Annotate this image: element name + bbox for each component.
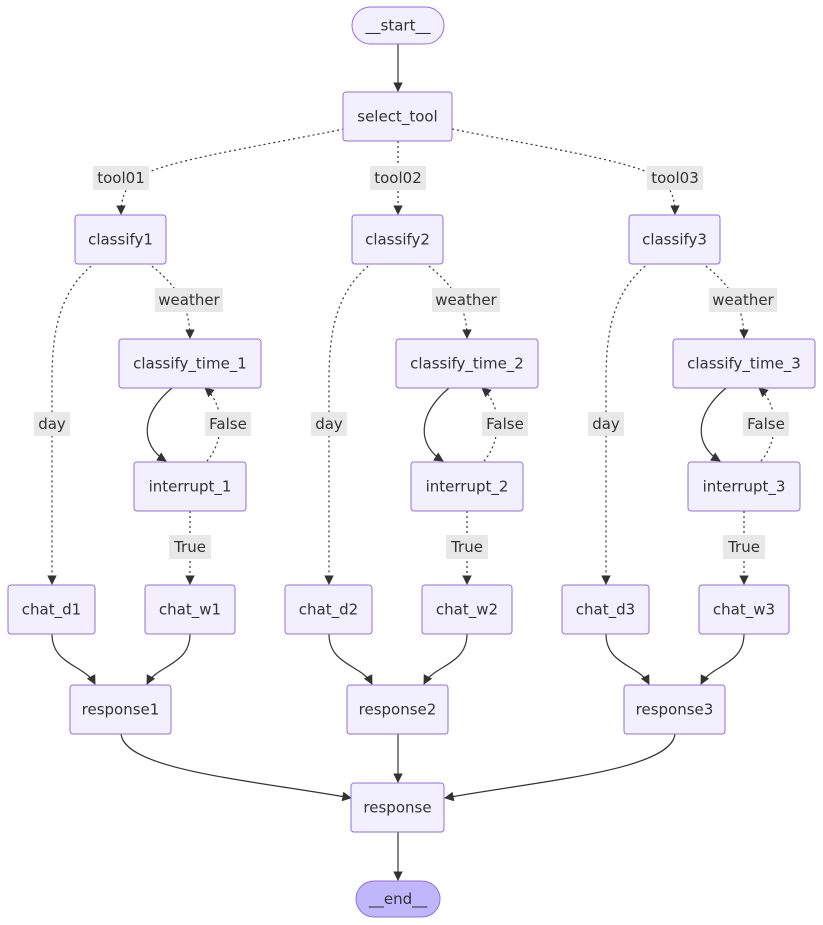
- edge-classify3-chat-d3: [601, 262, 650, 585]
- edge-label-weather-2: weather: [432, 288, 500, 312]
- node-classify-time-3[interactable]: classify_time_3: [672, 338, 816, 389]
- edge-chat-w2-response2: [423, 633, 468, 685]
- svg-text:chat_d1: chat_d1: [22, 601, 81, 620]
- svg-text:response: response: [363, 799, 431, 817]
- svg-text:tool02: tool02: [374, 169, 422, 187]
- node-interrupt-2[interactable]: interrupt_2: [410, 461, 524, 512]
- node-classify-time-2[interactable]: classify_time_2: [395, 338, 539, 389]
- edge-select-tool-classify3: [451, 128, 680, 215]
- svg-text:weather: weather: [435, 291, 497, 309]
- edge-label-tool03: tool03: [647, 166, 703, 190]
- svg-text:classify3: classify3: [642, 231, 707, 249]
- svg-text:chat_d2: chat_d2: [299, 601, 358, 620]
- edge-label-day-3: day: [588, 412, 624, 436]
- svg-text:classify1: classify1: [88, 231, 153, 249]
- edge-chat-d2-response2: [328, 633, 373, 685]
- edge-label-true-2: True: [446, 535, 488, 559]
- svg-text:classify2: classify2: [365, 231, 430, 249]
- edge-chat-d1-response1: [51, 633, 96, 685]
- edge-classify1-chat-d1: [47, 262, 96, 585]
- node-response[interactable]: response: [350, 782, 445, 833]
- edge-labels: tool01 tool02 tool03 weather weather wea…: [34, 166, 789, 559]
- svg-text:True: True: [727, 538, 760, 556]
- node-chat-w2[interactable]: chat_w2: [421, 584, 513, 635]
- svg-text:tool03: tool03: [651, 169, 699, 187]
- node-start[interactable]: __start__: [351, 6, 445, 45]
- edge-label-tool01: tool01: [93, 166, 149, 190]
- node-response2[interactable]: response2: [346, 684, 449, 735]
- edge-label-tool02: tool02: [370, 166, 426, 190]
- svg-text:response1: response1: [82, 701, 160, 719]
- svg-text:weather: weather: [158, 291, 220, 309]
- svg-text:tool01: tool01: [97, 169, 145, 187]
- svg-text:True: True: [173, 538, 206, 556]
- svg-text:__end__: __end__: [368, 890, 428, 909]
- node-classify1[interactable]: classify1: [74, 214, 167, 265]
- edge-label-weather-3: weather: [709, 288, 777, 312]
- svg-text:False: False: [486, 415, 524, 433]
- svg-text:chat_w2: chat_w2: [436, 601, 498, 620]
- node-chat-d3[interactable]: chat_d3: [561, 584, 650, 635]
- edge-classify-time-2-interrupt-2: [423, 387, 450, 462]
- svg-text:False: False: [209, 415, 247, 433]
- node-classify3[interactable]: classify3: [628, 214, 721, 265]
- svg-text:interrupt_2: interrupt_2: [426, 478, 509, 497]
- svg-text:classify_time_1: classify_time_1: [133, 355, 247, 374]
- edge-chat-w3-response3: [700, 633, 745, 685]
- svg-text:chat_w3: chat_w3: [713, 601, 775, 620]
- node-select-tool[interactable]: select_tool: [342, 91, 453, 142]
- svg-text:False: False: [747, 415, 785, 433]
- edge-label-false-3: False: [743, 412, 789, 436]
- node-chat-d2[interactable]: chat_d2: [284, 584, 373, 635]
- svg-text:__start__: __start__: [365, 17, 431, 36]
- node-chat-d1[interactable]: chat_d1: [7, 584, 96, 635]
- svg-text:interrupt_1: interrupt_1: [149, 478, 232, 497]
- edge-classify-time-1-interrupt-1: [146, 387, 173, 462]
- node-end[interactable]: __end__: [355, 880, 441, 918]
- svg-text:chat_w1: chat_w1: [159, 601, 221, 620]
- node-interrupt-3[interactable]: interrupt_3: [687, 461, 801, 512]
- node-response3[interactable]: response3: [623, 684, 726, 735]
- svg-text:response2: response2: [359, 701, 437, 719]
- edge-chat-d3-response3: [605, 633, 650, 685]
- node-chat-w1[interactable]: chat_w1: [144, 584, 236, 635]
- svg-text:response3: response3: [636, 701, 714, 719]
- svg-text:day: day: [315, 415, 343, 433]
- edge-select-tool-classify1: [116, 128, 345, 215]
- svg-text:day: day: [38, 415, 66, 433]
- svg-text:classify_time_3: classify_time_3: [687, 355, 801, 374]
- edges: [47, 44, 775, 881]
- edge-label-day-1: day: [34, 412, 70, 436]
- svg-text:select_tool: select_tool: [357, 108, 437, 127]
- svg-text:chat_d3: chat_d3: [576, 601, 635, 620]
- edge-label-true-1: True: [169, 535, 211, 559]
- edge-chat-w1-response1: [146, 633, 191, 685]
- svg-text:day: day: [592, 415, 620, 433]
- nodes: __start__ select_tool classify1 classify…: [7, 6, 816, 918]
- edge-label-false-1: False: [205, 412, 251, 436]
- node-chat-w3[interactable]: chat_w3: [698, 584, 790, 635]
- svg-text:classify_time_2: classify_time_2: [410, 355, 524, 374]
- node-response1[interactable]: response1: [69, 684, 172, 735]
- node-interrupt-1[interactable]: interrupt_1: [133, 461, 247, 512]
- svg-text:interrupt_3: interrupt_3: [703, 478, 786, 497]
- edge-response1-response: [120, 733, 352, 802]
- node-classify2[interactable]: classify2: [351, 214, 444, 265]
- svg-text:True: True: [450, 538, 483, 556]
- edge-label-false-2: False: [482, 412, 528, 436]
- svg-text:weather: weather: [712, 291, 774, 309]
- edge-classify2-chat-d2: [324, 262, 373, 585]
- edge-label-weather-1: weather: [155, 288, 223, 312]
- edge-label-true-3: True: [723, 535, 765, 559]
- edge-response3-response: [444, 733, 676, 802]
- edge-label-day-2: day: [311, 412, 347, 436]
- edge-classify-time-3-interrupt-3: [700, 387, 727, 462]
- node-classify-time-1[interactable]: classify_time_1: [118, 338, 262, 389]
